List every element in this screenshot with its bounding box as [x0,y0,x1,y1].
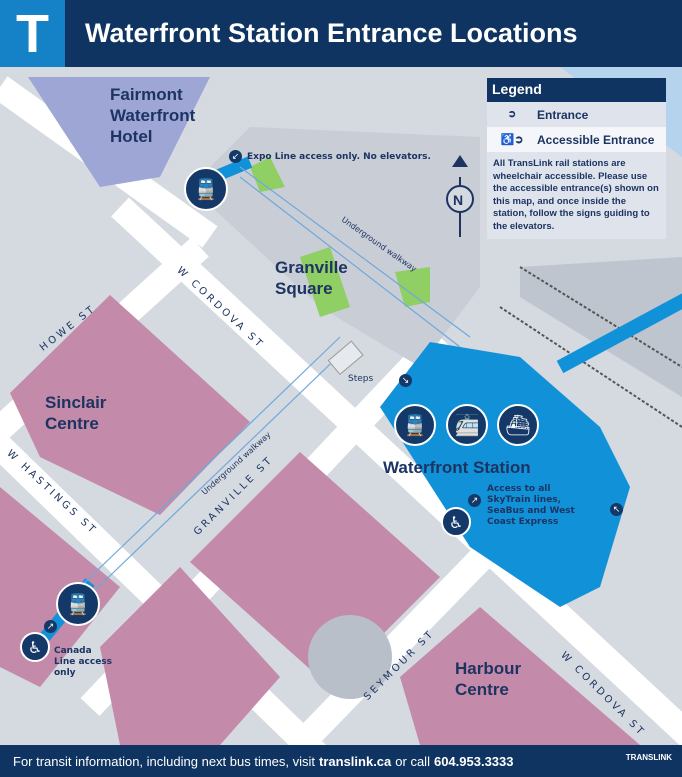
entrance-arrow-icon[interactable]: ↗ [44,620,57,633]
sinclair-block [10,295,250,515]
translink-link[interactable]: translink.ca [319,753,392,769]
block [100,567,280,745]
green [395,267,430,307]
entrance-arrow-icon[interactable]: ↗ [468,494,481,507]
legend-title: Legend [487,78,666,102]
hotel-block [28,77,210,187]
west-coast-express-icon: 🚈 [446,404,488,446]
skytrain-icon: 🚆 [394,404,436,446]
footer-text: For transit information, including next … [13,753,316,769]
skytrain-icon: 🚆 [56,582,100,626]
green [300,247,350,317]
expo-note: Expo Line access only. No elevators. [247,152,431,162]
entrance-arrow-icon[interactable]: ↘ [399,374,412,387]
green [250,157,285,192]
entrance-icon: ➲ [507,109,517,120]
legend-note: All TransLink rail stations are wheelcha… [493,158,659,232]
phone-number: 604.953.3333 [433,753,514,769]
steps-label: Steps [348,374,374,384]
waterfront-station [380,342,630,607]
sinclair-centre-label: Sinclair Centre [45,393,107,433]
canada-line-note: Canada Line access only [54,646,113,678]
legend-entrance: Entrance [537,107,589,122]
header: T Waterfront Station Entrance Locations [0,0,682,67]
translink-logo: TRANSLINK [625,753,672,762]
translink-t-logo: T [0,0,65,67]
harbour-block [400,607,640,745]
wheelchair-icon: ♿ [441,507,471,537]
page-title: Waterfront Station Entrance Locations [85,18,578,48]
harbour-tower [308,615,392,699]
north-label: N [453,192,464,208]
footer-text: or call [395,753,430,769]
legend-accessible: Accessible Entrance [537,132,655,147]
wheelchair-icon: ♿ [20,632,50,662]
skytrain-icon: 🚆 [184,167,228,211]
legend: Legend ➲ Entrance ♿➲ Accessible Entrance A… [487,78,666,239]
footer: For transit information, including next … [0,745,682,777]
entrance-arrow-icon[interactable]: ↙ [229,150,242,163]
seabus-icon: ⛴ [497,404,539,446]
steps [327,340,364,376]
harbour-centre-label: Harbour Centre [455,659,522,699]
entrance-arrow-icon[interactable]: ↖ [610,503,623,516]
accessible-entrance-icon: ♿➲ [500,134,524,146]
access-note: Access to all SkyTrain lines, SeaBus and… [487,484,575,527]
waterfront-station-label: Waterfront Station [383,458,531,477]
granville-square-label: Granville Square [275,258,348,298]
hotel-label: Fairmont Waterfront Hotel [110,85,196,146]
